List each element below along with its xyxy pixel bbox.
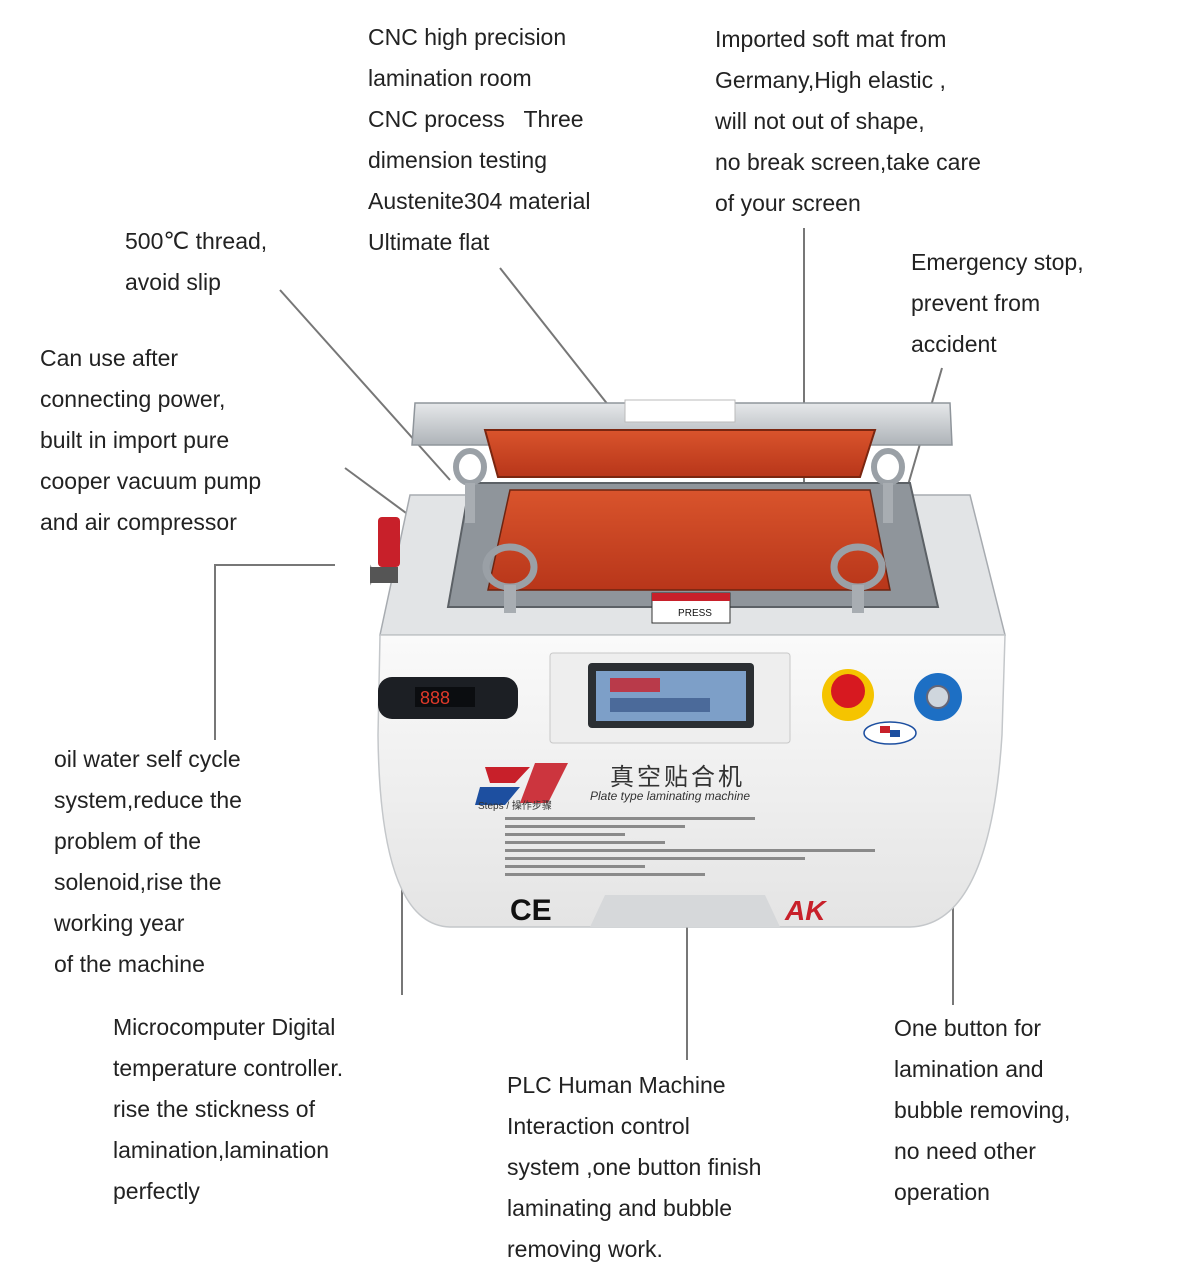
annotation-cnc-room: CNC high precision lamination room CNC p…	[368, 24, 591, 255]
steps-label: Steps / 操作步骤	[478, 799, 552, 812]
lid-mat	[483, 429, 877, 478]
eye-bolt-right-front	[830, 543, 886, 613]
leader-oil-water	[214, 564, 335, 740]
base-recess	[590, 895, 780, 927]
leader-cnc-room	[499, 267, 621, 421]
steps-text-block	[505, 817, 875, 876]
emergency-stop-button	[822, 669, 874, 721]
brand-mark: AK	[784, 895, 827, 926]
warning-label-text: PRESS	[678, 608, 712, 619]
soft-mat	[487, 489, 891, 591]
pressure-regulator	[370, 517, 400, 586]
lid-label	[624, 399, 736, 423]
annotation-vacuum-pump: Can use after connecting power, built in…	[40, 345, 262, 535]
annotation-emergency: Emergency stop, prevent from accident	[911, 249, 1084, 357]
annotation-temp-controller: Microcomputer Digital temperature contro…	[113, 1014, 344, 1204]
brand-logo	[475, 763, 568, 805]
annotation-soft-mat: Imported soft mat from Germany,High elas…	[715, 26, 981, 216]
temperature-display: 888	[420, 688, 450, 708]
eye-bolt-left-front	[482, 543, 538, 613]
start-button	[914, 673, 962, 721]
annotation-thread: 500℃ thread, avoid slip	[125, 228, 268, 295]
product-title-cn: 真空贴合机	[610, 764, 745, 791]
eye-bolt-left-rear	[453, 448, 487, 523]
product-subtitle: Plate type laminating machine	[590, 789, 750, 803]
eye-bolt-right-rear	[871, 448, 905, 523]
laminating-machine-illustration: PRESS 888 真空贴合机 Plate type laminating ma…	[370, 399, 1006, 928]
ce-mark: CE	[510, 894, 552, 927]
annotation-one-button: One button for lamination and bubble rem…	[894, 1015, 1071, 1205]
leader-thread	[279, 289, 451, 481]
brand-badge	[863, 721, 917, 745]
annotation-oil-water: oil water self cycle system,reduce the p…	[54, 746, 242, 977]
annotation-plc: PLC Human Machine Interaction control sy…	[507, 1072, 762, 1262]
